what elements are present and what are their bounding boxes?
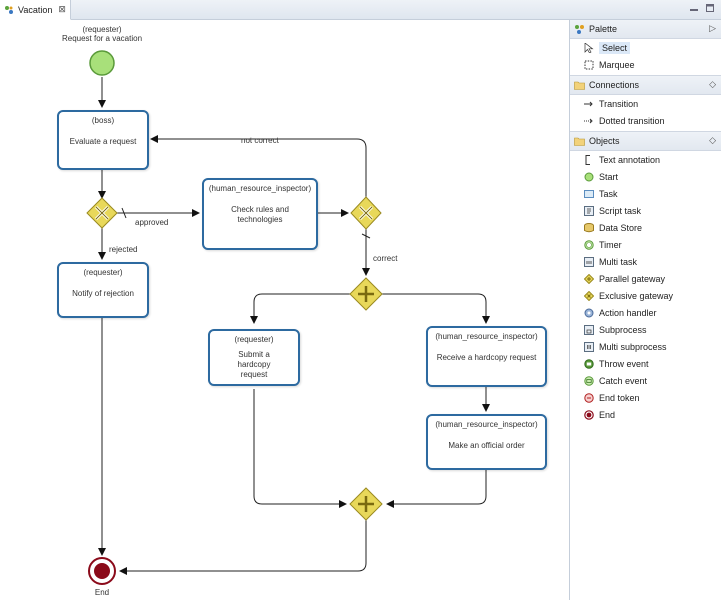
text-annotation-icon [584, 154, 594, 165]
start-event[interactable] [89, 50, 115, 76]
exclusive-gateway-approval[interactable] [86, 197, 118, 229]
task-name: Receive a hardcopy request [436, 353, 537, 362]
section-toggle-icon[interactable]: ◇ [709, 135, 716, 145]
start-event-label: (requester) Request for a vacation [42, 25, 162, 43]
tool-marquee[interactable]: Marquee [570, 56, 721, 73]
editor-tabbar: Vacation ⊠ [0, 0, 721, 20]
diagram-canvas[interactable]: (requester) Request for a vacation End n… [0, 20, 569, 600]
folder-icon [574, 137, 585, 146]
tool-dotted-transition[interactable]: Dotted transition [570, 112, 721, 129]
multi-task-icon [584, 256, 594, 267]
start-icon [584, 172, 594, 182]
dotted-transition-icon [584, 116, 594, 126]
palette-title: Palette [589, 24, 618, 34]
task-role: (human_resource_inspector) [435, 420, 538, 429]
data-store-icon [584, 222, 594, 233]
start-role: (requester) [82, 25, 122, 34]
task-receive-hardcopy[interactable]: (human_resource_inspector) Receive a har… [426, 326, 547, 387]
tab-vacation[interactable]: Vacation ⊠ [0, 0, 71, 20]
flow-split-submit[interactable] [250, 293, 350, 324]
flow-submit-join[interactable] [253, 389, 347, 508]
tool-start[interactable]: Start [570, 168, 721, 185]
flow-order-join[interactable] [386, 469, 487, 508]
flow-label-not-correct: not correct [241, 136, 279, 145]
process-icon [5, 5, 13, 14]
tool-task[interactable]: Task [570, 185, 721, 202]
maximize-icon[interactable] [705, 3, 715, 13]
end-icon [584, 409, 594, 420]
flow-label-rejected: rejected [109, 245, 138, 254]
subprocess-icon [584, 324, 594, 335]
tool-throw-event[interactable]: Throw event [570, 355, 721, 372]
tool-data-store[interactable]: Data Store [570, 219, 721, 236]
minimize-icon[interactable] [689, 3, 699, 13]
end-token-icon [584, 392, 594, 403]
tool-text-annotation[interactable]: Text annotation [570, 151, 721, 168]
tool-end-token[interactable]: End token [570, 389, 721, 406]
throw-event-icon [584, 358, 594, 369]
task-role: (human_resource_inspector) [208, 184, 312, 193]
task-role: (boss) [91, 116, 115, 125]
connections-header[interactable]: Connections ◇ [570, 75, 721, 95]
palette-header: Palette ▷ [570, 20, 721, 39]
flow-not-correct[interactable] [150, 135, 367, 197]
task-notify-rejection[interactable]: (requester) Notify of rejection [57, 262, 149, 318]
multi-subprocess-icon [584, 341, 594, 352]
task-official-order[interactable]: (human_resource_inspector) Make an offic… [426, 414, 547, 470]
end-event-label: End [94, 588, 110, 597]
action-handler-icon [584, 308, 594, 318]
tool-multi-subprocess[interactable]: Multi subprocess [570, 338, 721, 355]
tool-transition[interactable]: Transition [570, 95, 721, 112]
task-name: Make an official order [448, 441, 525, 450]
tool-end[interactable]: End [570, 406, 721, 423]
tool-parallel-gateway[interactable]: Parallel gateway [570, 270, 721, 287]
palette-icon [575, 24, 584, 34]
folder-icon [574, 81, 585, 90]
collapse-palette-icon[interactable]: ▷ [709, 23, 716, 33]
flow-label-correct: correct [373, 254, 398, 263]
task-name: Evaluate a request [69, 137, 137, 146]
task-evaluate-request[interactable]: (boss) Evaluate a request [57, 110, 149, 170]
parallel-gateway-icon [584, 273, 594, 284]
exclusive-gateway-icon [584, 290, 594, 301]
task-role: (requester) [83, 268, 123, 277]
marquee-icon [584, 60, 594, 70]
task-icon [584, 189, 594, 199]
tool-catch-event[interactable]: Catch event [570, 372, 721, 389]
task-role: (human_resource_inspector) [435, 332, 538, 341]
flow-split-receive[interactable] [382, 293, 490, 324]
catch-event-icon [584, 375, 594, 386]
objects-header[interactable]: Objects ◇ [570, 131, 721, 151]
task-role: (requester) [234, 335, 274, 344]
task-name: Check rules and technologies [231, 205, 289, 224]
tool-multi-task[interactable]: Multi task [570, 253, 721, 270]
close-icon[interactable]: ⊠ [58, 4, 66, 14]
task-name: Notify of rejection [72, 289, 134, 298]
section-toggle-icon[interactable]: ◇ [709, 79, 716, 89]
tool-script-task[interactable]: Script task [570, 202, 721, 219]
parallel-gateway-join[interactable] [349, 487, 383, 521]
parallel-gateway-split[interactable] [349, 277, 383, 311]
diagram-connections [86, 50, 490, 585]
cursor-icon [584, 42, 594, 53]
task-check-rules[interactable]: (human_resource_inspector) Check rules a… [202, 178, 318, 250]
tab-title: Vacation [18, 4, 53, 15]
task-name: Submit a hardcopy request [237, 350, 271, 379]
palette-panel: Palette ▷ Select Marquee Connections ◇ T… [569, 20, 721, 600]
tool-subprocess[interactable]: Subprocess [570, 321, 721, 338]
task-submit-hardcopy[interactable]: (requester) Submit a hardcopy request [208, 329, 300, 386]
exclusive-gateway-check[interactable] [350, 196, 382, 230]
timer-icon [584, 239, 594, 250]
transition-icon [584, 99, 594, 109]
flow-label-approved: approved [135, 218, 169, 227]
tool-action-handler[interactable]: Action handler [570, 304, 721, 321]
start-name: Request for a vacation [61, 34, 143, 43]
tool-exclusive-gateway[interactable]: Exclusive gateway [570, 287, 721, 304]
tool-timer[interactable]: Timer [570, 236, 721, 253]
tool-select[interactable]: Select [570, 39, 721, 56]
script-task-icon [584, 205, 594, 216]
flow-join-end[interactable] [119, 520, 367, 575]
